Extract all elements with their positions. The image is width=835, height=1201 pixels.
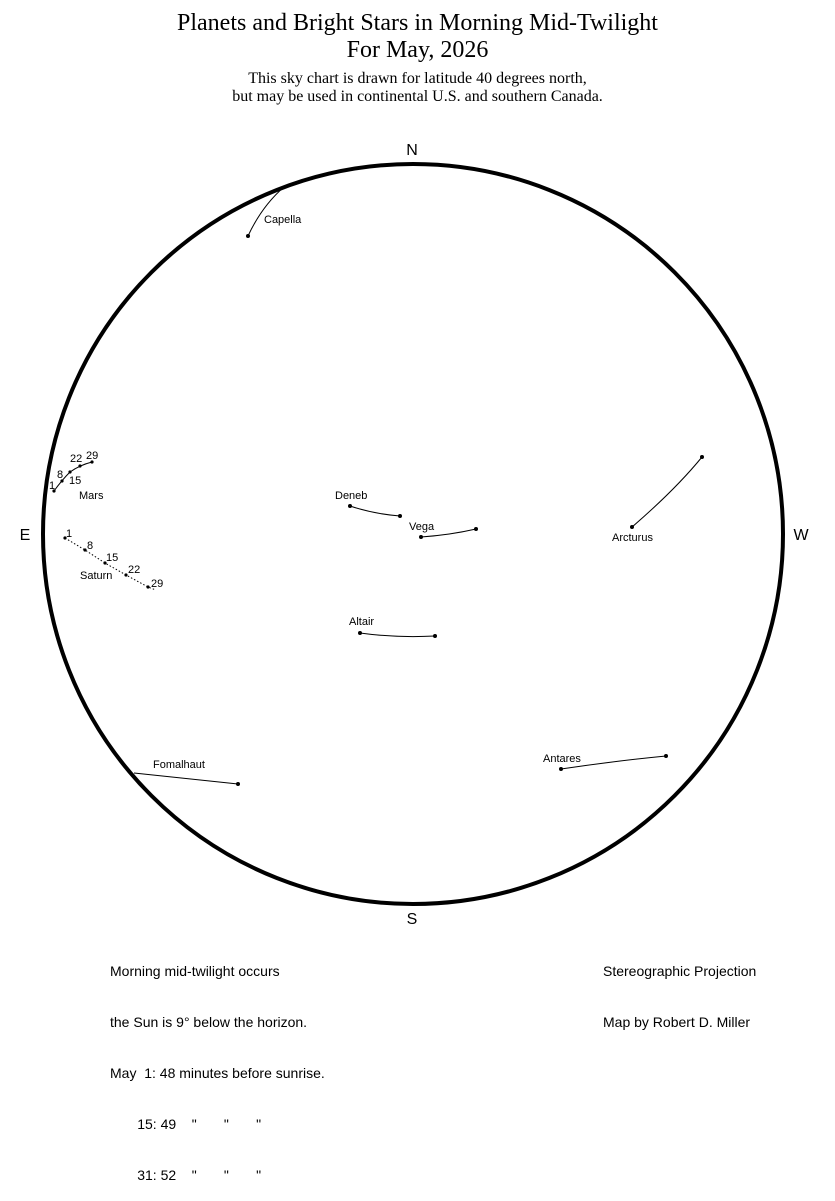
- antares-track: [560, 755, 667, 770]
- vega-point-end: [474, 527, 478, 531]
- saturn-label: Saturn: [80, 570, 112, 582]
- saturn-date-8: 8: [87, 540, 93, 552]
- altair-track: [359, 632, 436, 638]
- antares-label: Antares: [543, 753, 581, 765]
- planet-mars: 1 8 15 22 29 Mars: [49, 450, 104, 502]
- arcturus-label: Arcturus: [612, 532, 653, 544]
- mars-label: Mars: [79, 490, 104, 502]
- projection-name: Stereographic Projection: [603, 963, 757, 979]
- twilight-notes: Morning mid-twilight occurs the Sun is 9…: [110, 929, 325, 1201]
- saturn-date-1: 1: [66, 528, 72, 540]
- map-author: Map by Robert D. Miller: [603, 1014, 751, 1030]
- twilight-note-line3: May 1: 48 minutes before sunrise.: [110, 1065, 325, 1081]
- compass-west: W: [793, 527, 809, 544]
- saturn-point-22: [124, 573, 128, 577]
- saturn-track: [64, 537, 157, 591]
- star-antares: Antares: [543, 753, 668, 771]
- saturn-date-22: 22: [128, 564, 140, 576]
- star-vega: Vega: [409, 521, 478, 539]
- saturn-date-15: 15: [106, 552, 118, 564]
- fomalhaut-track: [133, 772, 239, 785]
- vega-label: Vega: [409, 521, 435, 533]
- fomalhaut-label: Fomalhaut: [153, 759, 205, 771]
- twilight-note-line2: the Sun is 9° below the horizon.: [110, 1014, 308, 1030]
- twilight-note-line5: 31: 52 " " ": [110, 1167, 262, 1183]
- altair-point-start: [358, 631, 362, 635]
- saturn-point-15: [103, 561, 107, 565]
- deneb-point-start: [348, 504, 352, 508]
- mars-point-29: [90, 460, 94, 464]
- compass-north: N: [406, 142, 418, 159]
- arcturus-point-start: [630, 525, 634, 529]
- twilight-note-line4: 15: 49 " " ": [110, 1116, 262, 1132]
- arcturus-track: [631, 456, 703, 528]
- antares-point-end: [664, 754, 668, 758]
- saturn-point-29: [146, 585, 150, 589]
- capella-track: [247, 186, 285, 237]
- mars-date-22: 22: [70, 453, 82, 465]
- compass-east: E: [20, 527, 31, 544]
- star-fomalhaut: Fomalhaut: [133, 759, 240, 786]
- altair-point-end: [433, 634, 437, 638]
- twilight-note-line1: Morning mid-twilight occurs: [110, 963, 280, 979]
- mars-point-8: [60, 479, 64, 483]
- star-arcturus: Arcturus: [612, 455, 704, 544]
- sky-chart: N S E W Capella Deneb Vega Arcturus Alta…: [20, 142, 810, 928]
- mars-date-15: 15: [69, 475, 81, 487]
- horizon-circle: [41, 162, 785, 906]
- vega-point-start: [419, 535, 423, 539]
- saturn-date-29: 29: [151, 578, 163, 590]
- deneb-label: Deneb: [335, 490, 367, 502]
- saturn-point-1: [63, 536, 67, 540]
- capella-label: Capella: [264, 214, 302, 226]
- saturn-point-8: [83, 548, 87, 552]
- mars-date-29: 29: [86, 450, 98, 462]
- capella-point: [246, 234, 250, 238]
- deneb-point-end: [398, 514, 402, 518]
- mars-point-15: [68, 470, 72, 474]
- compass-south: S: [407, 911, 418, 928]
- star-capella: Capella: [246, 186, 302, 238]
- fomalhaut-point: [236, 782, 240, 786]
- projection-credits: Stereographic Projection Map by Robert D…: [603, 929, 756, 1048]
- mars-date-8: 8: [57, 469, 63, 481]
- chart-title-line2: For May, 2026: [346, 37, 489, 63]
- altair-label: Altair: [349, 616, 374, 628]
- mars-point-1: [52, 489, 56, 493]
- deneb-track: [349, 505, 401, 517]
- chart-subtitle-line2: but may be used in continental U.S. and …: [232, 88, 603, 105]
- arcturus-point-end: [700, 455, 704, 459]
- star-deneb: Deneb: [335, 490, 402, 518]
- vega-track: [420, 528, 477, 538]
- antares-point-start: [559, 767, 563, 771]
- chart-title-line1: Planets and Bright Stars in Morning Mid-…: [177, 10, 658, 36]
- mars-point-22: [78, 464, 82, 468]
- chart-subtitle-line1: This sky chart is drawn for latitude 40 …: [248, 70, 587, 87]
- planet-saturn: 1 8 15 22 29 Saturn: [63, 528, 163, 591]
- mars-date-1: 1: [49, 480, 55, 492]
- star-altair: Altair: [349, 616, 437, 638]
